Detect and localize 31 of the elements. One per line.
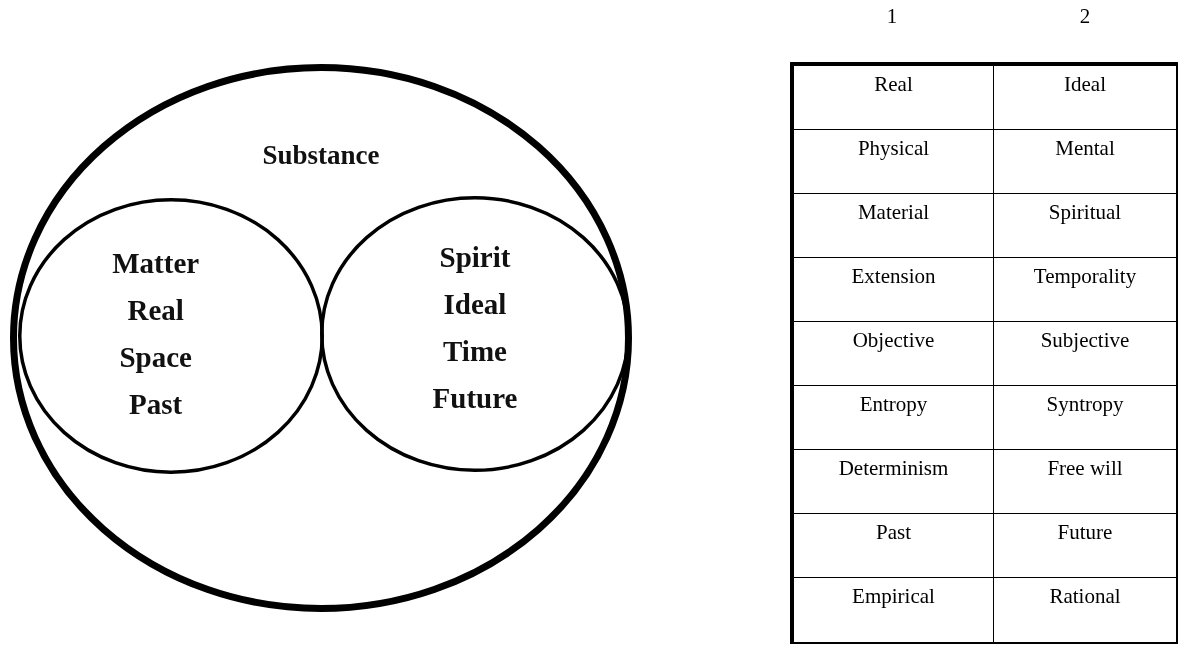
table-cell-text: Objective (852, 328, 935, 354)
table-cell-text: Ideal (1064, 72, 1106, 98)
table-cell-text: Past (876, 520, 911, 546)
table-cell-text: Syntropy (1046, 392, 1124, 418)
circle-node (18, 198, 324, 474)
node-label: Past (129, 387, 183, 422)
table-cell-text: Rational (1049, 584, 1121, 610)
table-cell-text: Physical (857, 136, 930, 162)
column-number: 1 (886, 4, 898, 29)
table-cell-text: Future (1057, 520, 1113, 546)
table-cell-text: Subjective (1040, 328, 1130, 354)
circle-node (10, 64, 632, 612)
node-label: Real (127, 293, 184, 328)
table-cell-text: Empirical (852, 584, 935, 610)
table-cell-text: Real (874, 72, 913, 98)
table-cell-text: Entropy (859, 392, 928, 418)
node-label: Time (443, 334, 507, 369)
column-number: 2 (1079, 4, 1091, 29)
node-label: Space (119, 340, 192, 375)
table-cell-text: Determinism (838, 456, 949, 482)
node-label: Matter (112, 246, 200, 281)
node-label: Ideal (443, 287, 507, 322)
node-label: Future (432, 381, 518, 416)
table-cell-text: Extension (851, 264, 936, 290)
table-cell-text: Mental (1055, 136, 1115, 162)
table-cell-text: Free will (1047, 456, 1123, 482)
table-cell-text: Material (857, 200, 930, 226)
table-cell-text: Spiritual (1048, 200, 1122, 226)
node-label: Substance (262, 139, 380, 172)
node-label: Spirit (439, 240, 511, 275)
table-cell-text: Temporality (1033, 264, 1137, 290)
